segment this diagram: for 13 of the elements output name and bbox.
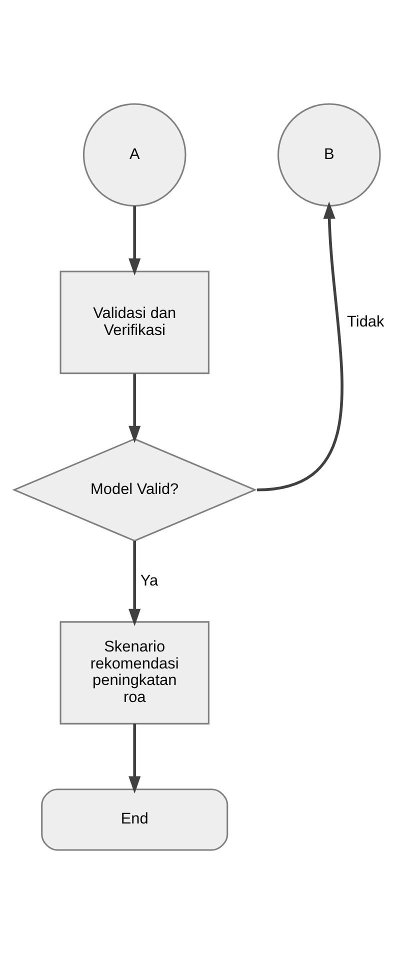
arrow [128, 374, 140, 444]
arrow [128, 540, 140, 626]
node-circle: A [82, 103, 186, 207]
node-box: Validasi dan Verifikasi [59, 270, 209, 374]
arrow [128, 206, 140, 276]
arrow [128, 724, 140, 794]
edge-label: Ya [140, 572, 158, 590]
node-diamond: Model Valid? [12, 438, 257, 542]
edge-label: Tidak [346, 313, 384, 330]
node-box: End [40, 788, 228, 851]
arrow [256, 202, 343, 492]
node-box: Skenario rekomendasi peningkatan roa [59, 621, 209, 724]
node-circle: B [276, 103, 380, 207]
